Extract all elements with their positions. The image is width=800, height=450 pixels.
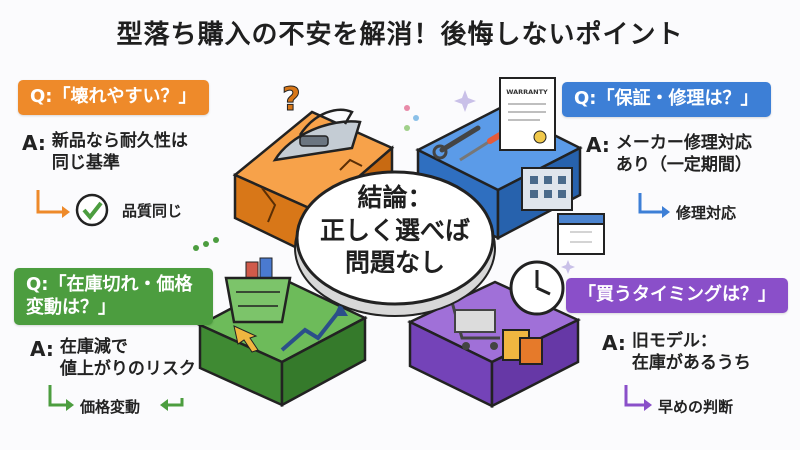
- purple-result-arrow-icon: [624, 385, 652, 411]
- timing-question: 「買うタイミングは？」: [566, 278, 788, 313]
- warranty-result: 修理対応: [676, 204, 737, 222]
- shopping-bag-icon: [502, 329, 543, 365]
- conclusion-text: 結論： 正しく選べば 問題なし: [315, 182, 475, 280]
- timing-result: 早めの判断: [658, 398, 734, 416]
- durability-question: Q:「壊れやすい？」: [18, 80, 209, 115]
- sparkle-icon: [193, 90, 575, 274]
- warranty-certificate-icon: WARRANTY: [499, 77, 556, 151]
- timing-answer: A: 旧モデル： 在庫があるうち: [602, 330, 751, 374]
- timing-answer-line-2: 在庫があるうち: [631, 353, 751, 374]
- warranty-answer-line-2: あり（一定期間）: [615, 155, 752, 176]
- green-result-arrow-left-icon: [48, 385, 74, 411]
- timing-answer-label: A:: [602, 331, 626, 355]
- orange-result-arrow-icon: [36, 190, 70, 218]
- svg-text:?: ?: [282, 80, 301, 118]
- iron-icon: [272, 108, 362, 162]
- durability-answer-label: A:: [22, 131, 46, 155]
- check-circle-icon: [75, 193, 109, 227]
- calendar-icon: [557, 213, 605, 255]
- building-icon: [521, 167, 573, 211]
- stock-answer-label: A:: [30, 337, 54, 361]
- green-result-arrow-right-icon: [160, 398, 184, 411]
- conclusion-line-3: 問題なし: [344, 248, 445, 277]
- stock-result: 価格変動: [80, 398, 141, 416]
- warranty-answer-label: A:: [586, 133, 610, 157]
- screwdriver-icon: [459, 132, 503, 162]
- clock-icon: [509, 260, 565, 316]
- blue-result-arrow-icon: [638, 193, 670, 218]
- center-oval: [294, 170, 496, 317]
- warranty-answer-line-1: メーカー修理対応: [615, 133, 752, 153]
- down-arrow-icon: [233, 325, 259, 353]
- durability-result: 品質同じ: [122, 202, 183, 220]
- stock-answer-line-2: 値上がりのリスク: [59, 359, 196, 380]
- page-title: 型落ち購入の不安を解消！後悔しないポイント: [116, 20, 684, 50]
- warranty-answer: A: メーカー修理対応 あり（一定期間）: [586, 132, 752, 176]
- rising-arrow-icon: [280, 303, 348, 352]
- conclusion-line-2: 正しく選べば: [319, 215, 470, 245]
- warranty-question: Q:「保証・修理は？」: [562, 82, 771, 117]
- stock-answer: A: 在庫減で 値上がりのリスク: [30, 336, 196, 380]
- conclusion-line-1: 結論：: [357, 183, 433, 212]
- timing-answer-line-1: 旧モデル：: [631, 331, 717, 351]
- durability-answer-line-1: 新品なら耐久性は: [51, 131, 188, 151]
- warranty-certificate-text: WARRANTY: [506, 88, 548, 96]
- stock-question: Q:「在庫切れ・価格変動は？」: [14, 268, 213, 325]
- stock-answer-line-1: 在庫減で: [59, 337, 128, 357]
- durability-answer: A: 新品なら耐久性は 同じ基準: [22, 130, 188, 174]
- shopping-basket-icon: [224, 257, 292, 324]
- durability-answer-line-2: 同じ基準: [51, 153, 120, 174]
- wrench-icon: [432, 125, 481, 160]
- question-mark-icon: ?: [282, 80, 302, 119]
